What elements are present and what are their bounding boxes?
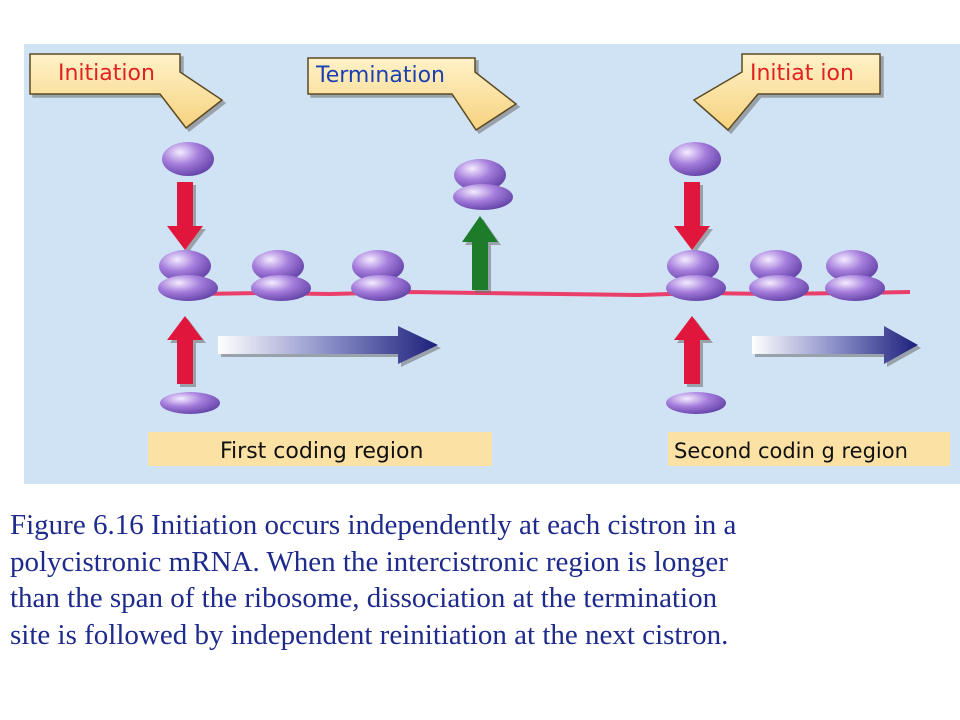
translation-arrow-second [752,326,918,364]
termination-callout: Termination [307,57,518,132]
termination-label: Termination [315,63,445,88]
caption-line-2: polycistronic mRNA. When the intercistro… [10,545,728,578]
first-coding-region-label: First coding region [220,439,423,464]
release-arrow-up [462,216,498,290]
figure-caption: Figure 6.16 Initiation occurs independen… [10,507,940,653]
caption-line-4: site is followed by independent reinitia… [10,618,729,651]
translation-arrow-first [218,326,438,364]
ribosome-large-subunit-right [669,142,721,176]
initiation-label-right: Initiat ion [750,61,854,86]
first-coding-region-box: First coding region [148,432,492,466]
caption-line-1: Figure 6.16 Initiation occurs independen… [10,509,737,541]
binding-arrow-down-left [167,182,203,250]
caption-line-3: than the span of the ribosome, dissociat… [10,582,718,614]
binding-arrow-up-left [167,316,203,384]
initiation-label-left: Initiation [58,61,155,86]
ribosome-small-subunit-right [666,392,726,414]
binding-arrow-down-right [674,182,710,250]
binding-arrow-up-right [674,316,710,384]
second-coding-region-label: Second codin g region [674,439,908,463]
second-coding-region-box: Second codin g region [668,432,950,466]
translation-diagram: Initiation Termination Initiat ion [24,44,960,484]
initiation-callout-left: Initiation [29,53,224,130]
ribosome-small-subunit-left [160,392,220,414]
initiation-callout-right: Initiat ion [692,53,881,132]
ribosome-large-subunit-left [162,142,214,176]
